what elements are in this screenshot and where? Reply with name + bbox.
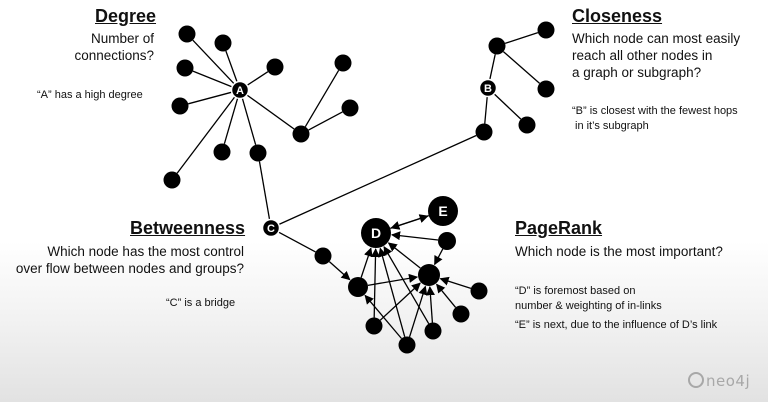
arrow-edge-p8-D <box>378 247 406 337</box>
graph-node <box>334 54 352 72</box>
graph-node <box>475 123 493 141</box>
edge-A-a2 <box>225 50 238 83</box>
betweenness-question-line-1: Which node has the most control <box>47 244 244 259</box>
pagerank-question: Which node is the most important? <box>515 244 723 259</box>
graph-node <box>398 336 416 354</box>
graph-node <box>292 125 310 143</box>
pagerank-note-d-line-2: number & weighting of in-links <box>515 300 662 312</box>
neo4j-logo-icon <box>688 372 704 388</box>
graph-node <box>178 25 196 43</box>
graph-node <box>266 58 284 76</box>
closeness-question-line-3: a graph or subgraph? <box>572 65 702 80</box>
edge-a7-C <box>258 161 271 220</box>
graph-node <box>213 143 231 161</box>
edge-B-b1 <box>489 54 496 80</box>
graph-node <box>365 317 383 335</box>
arrow-edge-p1-D <box>390 231 439 241</box>
graph-node <box>452 305 470 323</box>
arrow-edge-p8-p2 <box>408 285 428 338</box>
closeness-note-line-1: “B” is closest with the fewest hops <box>572 105 738 117</box>
edge-B-b5 <box>484 96 488 124</box>
edge-A-a1 <box>192 39 235 85</box>
edge-A-a7 <box>241 97 257 146</box>
node-b-label: B <box>484 83 492 95</box>
node-d <box>361 218 391 248</box>
graph-node <box>163 171 181 189</box>
graph-node <box>438 232 456 250</box>
node-e-label: E <box>438 203 447 219</box>
edge-A-a5 <box>246 71 269 86</box>
graph-node <box>418 264 440 286</box>
arrow-edge-D-E <box>390 214 429 229</box>
degree-heading: Degree <box>95 6 157 26</box>
pagerank-note-d-line-1: “D” is foremost based on <box>515 285 636 297</box>
graph-node <box>249 144 267 162</box>
neo4j-logo-text: neo4j <box>706 372 751 390</box>
closeness-note-line-2: in it’s subgraph <box>575 120 649 132</box>
arrow-edge-p3-D <box>360 247 373 278</box>
betweenness-question: Which node has the most control over flo… <box>16 243 244 277</box>
node-d-label: D <box>371 225 381 241</box>
arrow-edge-p6-p2 <box>379 282 421 321</box>
edge-A-a6 <box>223 97 239 145</box>
graph-node <box>176 59 194 77</box>
degree-question-line-2: connections? <box>74 48 154 63</box>
arrow-edge-p5-p2 <box>436 283 457 308</box>
edge-C-b5 <box>278 134 477 226</box>
graph-node <box>341 99 359 117</box>
edge-C-c1 <box>278 231 316 253</box>
node-b <box>478 78 498 98</box>
graph-node <box>537 80 555 98</box>
graph-node <box>470 282 488 300</box>
graph-node <box>171 97 189 115</box>
arrow-edge-p4-p2 <box>439 276 472 290</box>
node-a-label: A <box>236 85 244 97</box>
edge-A-a3 <box>192 70 233 88</box>
edge-a9-a10 <box>304 69 340 128</box>
graph-node <box>348 277 368 297</box>
node-a <box>230 80 250 100</box>
edge-b1-b3 <box>502 51 541 84</box>
graph-node <box>537 21 555 39</box>
arrow-edge-c1-p3 <box>328 261 351 281</box>
closeness-question-line-2: reach all other nodes in <box>572 48 713 63</box>
arrow-edge-p8-p3 <box>364 294 403 339</box>
neo4j-logo: neo4j <box>688 372 750 390</box>
edge-a9-a11 <box>308 111 343 131</box>
arrow-edge-p7-p2 <box>425 286 435 323</box>
graph-node <box>214 34 232 52</box>
edge-A-a8 <box>176 96 236 174</box>
edge-A-a4 <box>188 91 232 105</box>
arrow-edge-p2-D <box>387 242 421 269</box>
degree-question: Number of connections? <box>74 30 154 64</box>
graph-node <box>424 322 442 340</box>
arrow-edge-p3-p2 <box>367 273 419 286</box>
node-c <box>261 218 281 238</box>
pagerank-note-e: “E” is next, due to the influence of D’s… <box>515 319 718 331</box>
edge-B-b4 <box>493 93 522 120</box>
arrow-edge-p7-D <box>383 246 430 324</box>
pagerank-heading: PageRank <box>515 218 603 238</box>
betweenness-heading: Betweenness <box>130 218 246 238</box>
closeness-note: “B” is closest with the fewest hops in i… <box>572 104 738 134</box>
closeness-question-line-1: Which node can most easily <box>572 31 741 46</box>
closeness-heading: Closeness <box>572 6 663 26</box>
edge-A-a9 <box>246 94 295 130</box>
edge-b1-b2 <box>504 32 539 44</box>
degree-question-line-1: Number of <box>90 31 154 46</box>
betweenness-note: “C” is a bridge <box>166 297 236 309</box>
graph-node <box>314 247 332 265</box>
closeness-question: Which node can most easily reach all oth… <box>572 30 740 81</box>
betweenness-question-line-2: over flow between nodes and groups? <box>15 261 244 276</box>
node-e <box>428 196 458 226</box>
node-c-label: C <box>267 223 275 235</box>
pagerank-note-d: “D” is foremost based on number & weight… <box>515 284 662 314</box>
graph-node <box>518 116 536 134</box>
graph-node <box>488 37 506 55</box>
degree-note: “A” has a high degree <box>37 89 143 101</box>
arrow-edge-p1-p2 <box>434 248 444 266</box>
